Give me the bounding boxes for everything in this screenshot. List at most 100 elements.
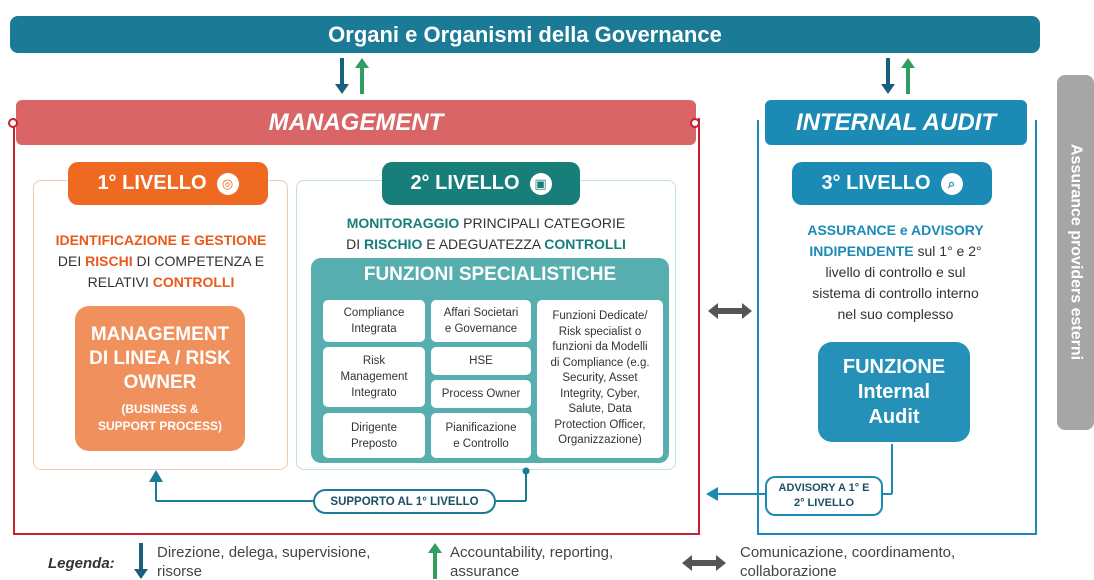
up-arrow-icon (428, 543, 442, 579)
cell-text: Preposto (350, 437, 398, 450)
owner-line: OWNER (123, 371, 197, 393)
specialist-functions-title: FUNZIONI SPECIALISTICHE (311, 262, 669, 288)
level3-description: ASSURANCE e ADVISORY INDIPENDENTE sul 1°… (773, 220, 1018, 325)
legend-line: risorse (157, 563, 203, 580)
cell-hse: HSE (431, 347, 531, 375)
desc-text: ASSURANCE e ADVISORY (807, 222, 984, 238)
side-label-text: Assurance providers esterni (1067, 144, 1085, 361)
governance-banner: Organi e Organismi della Governance (10, 16, 1040, 53)
cell-text: Protection Officer, (554, 418, 646, 431)
cell-dirigente: Dirigente Preposto (323, 413, 425, 458)
legend-line: collaborazione (740, 563, 837, 580)
cell-text: Risk (362, 355, 386, 367)
cell-text: Salute, Data (568, 403, 632, 416)
cell-text: Dirigente (350, 421, 398, 434)
external-providers-bar (1057, 75, 1094, 430)
cell-pianificazione: Pianificazione e Controllo (431, 413, 531, 458)
cell-text: e Controllo (453, 437, 509, 450)
ia-function-line: FUNZIONE (842, 355, 946, 378)
desc-text: livello di controllo e sul (825, 264, 966, 280)
ia-function-line: Internal (857, 380, 931, 403)
owner-line: SUPPORT PROCESS) (97, 418, 223, 433)
advisory-text: 2° LIVELLO (793, 497, 855, 509)
cell-text: funzioni da Modelli (552, 341, 648, 354)
target-icon: ◎ (216, 172, 239, 195)
legend-line: Accountability, reporting, (450, 544, 614, 561)
desc-text: CONTROLLI (544, 236, 626, 252)
advisory-text: ADVISORY A 1° E (778, 482, 870, 494)
desc-text: sistema di controllo interno (812, 285, 979, 301)
connector-dot (690, 118, 700, 128)
legend-down-text: Direzione, delega, supervisione, risorse (157, 543, 370, 580)
desc-text: IDENTIFICAZIONE E GESTIONE (55, 232, 267, 248)
owner-line: DI LINEA / RISK (89, 347, 231, 369)
internal-audit-header: INTERNAL AUDIT (765, 100, 1027, 145)
legend-line: assurance (450, 563, 520, 580)
level2-pill: 2° LIVELLO ▣ (382, 162, 580, 205)
cell-text: Management (340, 371, 408, 383)
level1-pill: 1° LIVELLO ◎ (68, 162, 268, 205)
legend-line: Direzione, delega, supervisione, (157, 544, 371, 561)
up-arrow-icon (901, 58, 915, 94)
bidirectional-arrow-icon (708, 303, 752, 319)
desc-text: sul 1° e 2° (913, 243, 982, 259)
down-arrow-icon (134, 543, 148, 579)
monitor-icon: ▣ (529, 172, 552, 195)
cell-text: Compliance (343, 307, 405, 319)
level1-label: 1° LIVELLO (97, 172, 207, 194)
connector-dot (8, 118, 18, 128)
cell-text: di Compliance (e.g. (550, 356, 650, 369)
owner-line: (BUSINESS & (121, 401, 199, 416)
cell-text: Integrata (351, 323, 397, 335)
cell-text: e Governance (444, 323, 518, 335)
level2-description: MONITORAGGIO PRINCIPALI CATEGORIE DI RIS… (306, 213, 666, 255)
desc-text: CONTROLLI (152, 274, 235, 290)
desc-text: DI COMPETENZA E (132, 253, 265, 269)
support-label: SUPPORTO AL 1° LIVELLO (313, 489, 496, 514)
cell-funzioni-dedicate: Funzioni Dedicate/ Risk specialist o fun… (537, 300, 663, 458)
up-arrow-icon (355, 58, 369, 94)
desc-text: RELATIVI (87, 274, 153, 290)
cell-text: Funzioni Dedicate/ (552, 310, 648, 323)
legend-line: Comunicazione, coordinamento, (740, 544, 956, 561)
governance-title: Organi e Organismi della Governance (328, 21, 722, 47)
owner-line: MANAGEMENT (90, 323, 230, 345)
cell-compliance: Compliance Integrata (323, 300, 425, 342)
internal-audit-title: INTERNAL AUDIT (796, 108, 996, 136)
specialist-functions-label: FUNZIONI SPECIALISTICHE (363, 264, 617, 285)
desc-text: E ADEGUATEZZA (422, 236, 545, 252)
cell-risk-management: Risk Management Integrato (323, 347, 425, 407)
level3-pill: 3° LIVELLO ⌕ (792, 162, 992, 205)
desc-text: DI (346, 236, 364, 252)
down-arrow-icon (881, 58, 895, 94)
cell-process-owner: Process Owner (431, 380, 531, 408)
cell-text: Security, Asset (562, 372, 638, 385)
desc-text: INDIPENDENTE (809, 243, 914, 259)
support-label-text: SUPPORTO AL 1° LIVELLO (330, 495, 479, 508)
legend-both-text: Comunicazione, coordinamento, collaboraz… (740, 543, 955, 580)
desc-text: RISCHIO (364, 236, 423, 252)
desc-text: MONITORAGGIO (346, 215, 460, 231)
management-frame (13, 118, 700, 535)
external-providers-label: Assurance providers esterni (1057, 75, 1094, 430)
cell-text: Integrity, Cyber, (560, 387, 640, 400)
internal-audit-frame (757, 120, 1037, 535)
internal-audit-function-box: FUNZIONE Internal Audit (818, 342, 970, 442)
line-management-box: MANAGEMENT DI LINEA / RISK OWNER (BUSINE… (75, 306, 245, 451)
management-title: MANAGEMENT (268, 108, 444, 136)
legend-up-text: Accountability, reporting, assurance (450, 543, 613, 580)
advisory-label: ADVISORY A 1° E 2° LIVELLO (765, 476, 883, 516)
legend-label: Legenda: (48, 555, 115, 572)
ia-function-line: Audit (868, 405, 920, 428)
down-arrow-icon (335, 58, 349, 94)
cell-text: Pianificazione (445, 421, 517, 434)
level3-label: 3° LIVELLO (821, 172, 931, 194)
magnifier-icon: ⌕ (940, 172, 963, 195)
bidirectional-arrow-icon (682, 555, 726, 571)
cell-text: Risk specialist o (558, 325, 642, 338)
cell-affari-societari: Affari Societari e Governance (431, 300, 531, 342)
cell-text: Organizzazione) (558, 434, 642, 447)
desc-text: PRINCIPALI CATEGORIE (459, 215, 626, 231)
desc-text: RISCHI (85, 253, 133, 269)
cell-text: Affari Societari (443, 307, 519, 319)
